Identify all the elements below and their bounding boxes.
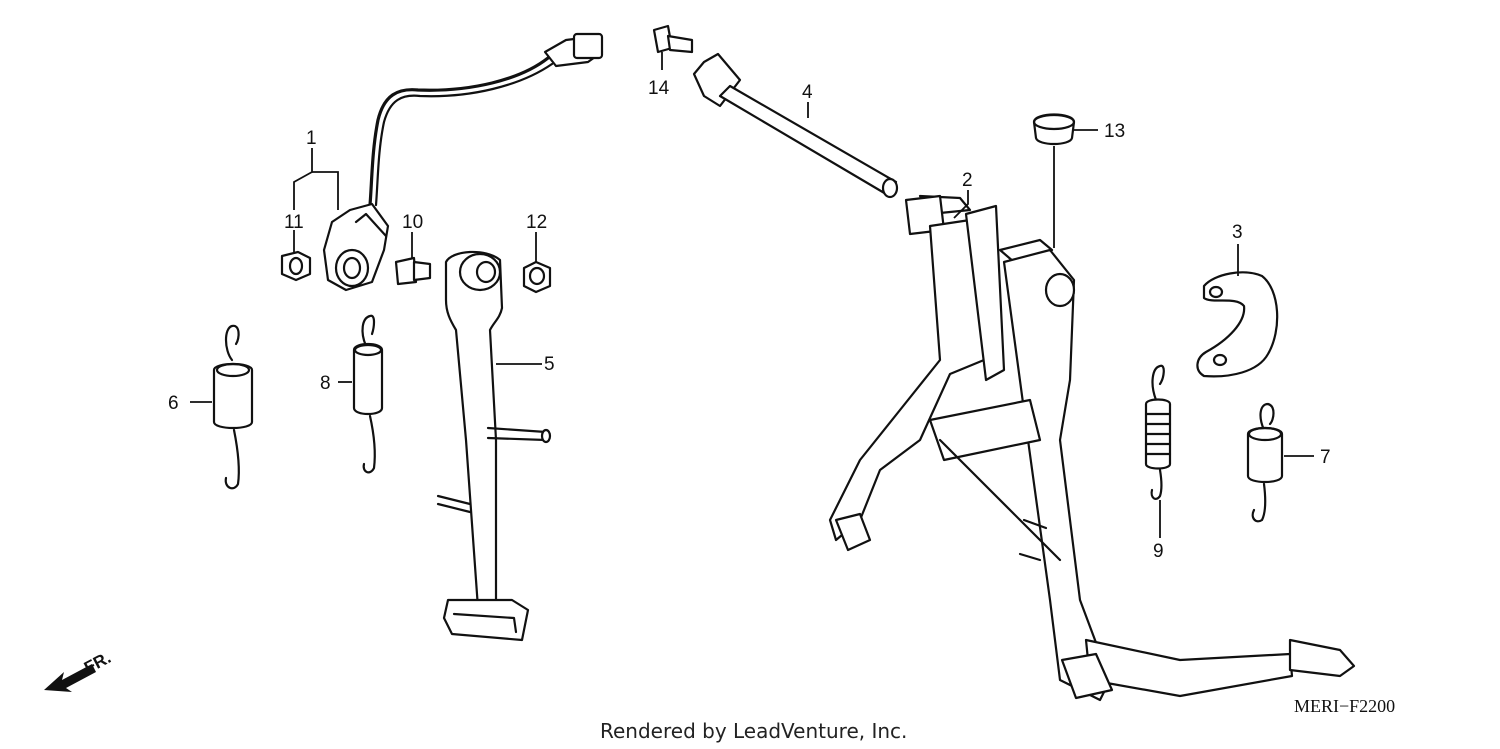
callout-6: 6 <box>168 393 179 414</box>
spring-part-9[interactable] <box>1144 364 1172 500</box>
bolt-part-10[interactable] <box>394 256 432 286</box>
nut-part-11[interactable] <box>280 250 312 282</box>
nut-part-12[interactable] <box>522 260 552 294</box>
front-arrow-icon <box>44 664 96 692</box>
callout-14: 14 <box>648 78 670 99</box>
front-direction-indicator: FR. <box>44 648 114 692</box>
side-stand-switch-part-1[interactable] <box>322 32 604 292</box>
diagram-code: MERI−F2200 <box>1294 696 1395 716</box>
callout-4: 4 <box>802 82 813 103</box>
side-stand-part-5[interactable] <box>436 250 552 642</box>
callout-13: 13 <box>1104 121 1125 142</box>
callout-7: 7 <box>1320 447 1331 468</box>
callout-9: 9 <box>1153 541 1164 562</box>
leader-lines <box>190 52 1314 538</box>
callout-8: 8 <box>320 373 331 394</box>
spring-part-6[interactable] <box>212 324 254 490</box>
spring-part-8[interactable] <box>352 314 384 474</box>
callout-10: 10 <box>402 212 423 233</box>
bolt-part-14[interactable] <box>652 24 694 54</box>
shaft-part-4[interactable] <box>692 52 899 199</box>
spring-part-7[interactable] <box>1246 402 1284 523</box>
callout-11: 11 <box>284 212 304 233</box>
main-stand-part-2[interactable] <box>828 194 1356 702</box>
cap-part-13[interactable] <box>1032 113 1076 146</box>
plate-part-3[interactable] <box>1196 271 1279 378</box>
callout-12: 12 <box>526 212 547 233</box>
callout-1: 1 <box>306 128 317 149</box>
callout-2: 2 <box>962 170 973 191</box>
callout-3: 3 <box>1232 222 1243 243</box>
credit-line: Rendered by LeadVenture, Inc. <box>600 719 907 743</box>
callout-5: 5 <box>544 354 555 375</box>
